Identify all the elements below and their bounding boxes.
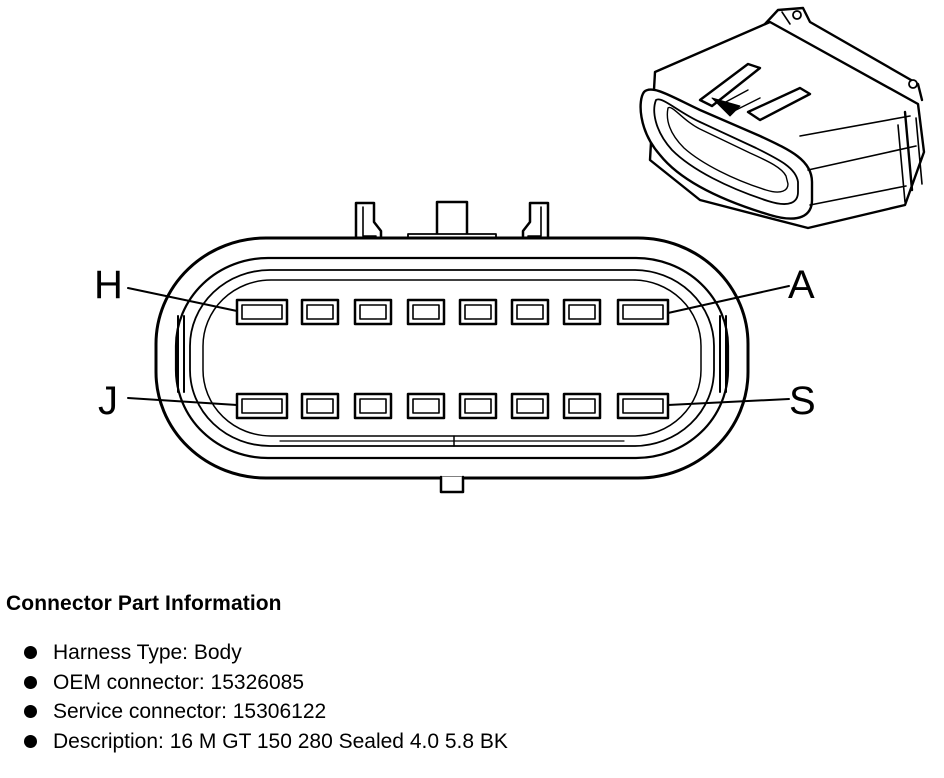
pin-label-a: A <box>788 263 815 307</box>
pin-top-cavity-4 <box>406 298 446 326</box>
connector-diagram: H A J S <box>94 6 926 494</box>
info-item-description: Description: 16 M GT 150 280 Sealed 4.0 … <box>6 727 936 757</box>
pin-bottom-cavity-5 <box>458 392 498 420</box>
pin-bottom-cavity-6 <box>510 392 550 420</box>
pin-top-cavity-1 <box>235 298 289 326</box>
pin-top-cavity-inner-3 <box>359 304 387 320</box>
pin-row-top <box>235 298 670 326</box>
info-item-service-connector: Service connector: 15306122 <box>6 697 936 727</box>
pin-top-cavity-8 <box>616 298 670 326</box>
bullet-icon <box>24 675 37 689</box>
info-item-text: Service connector: 15306122 <box>53 700 327 723</box>
bullet-icon <box>24 705 37 718</box>
connector-isometric <box>639 6 926 230</box>
housing-rim-2 <box>189 269 715 447</box>
pin-row-bottom <box>235 392 670 420</box>
bullet-icon <box>24 734 37 748</box>
pin-label-j: J <box>98 379 118 423</box>
bottom-key <box>439 475 465 494</box>
pin-bottom-cavity-inner-1 <box>241 398 283 414</box>
pin-bottom-cavity-3 <box>353 392 393 420</box>
info-item-text: Description: 16 M GT 150 280 Sealed 4.0 … <box>53 729 508 753</box>
pin-top-cavity-inner-7 <box>568 304 596 320</box>
pin-bottom-cavity-inner-2 <box>306 398 334 414</box>
info-item-oem-connector: OEM connector: 15326085 <box>6 668 936 698</box>
housing-rim-1 <box>174 256 730 460</box>
info-item-harness-type: Harness Type: Body <box>6 638 936 668</box>
pin-bottom-cavity-inner-3 <box>359 398 387 414</box>
pin-top-cavity-5 <box>458 298 498 326</box>
info-item-text: OEM connector: 15326085 <box>53 670 304 694</box>
pin-bottom-cavity-inner-5 <box>464 398 492 414</box>
top-tabs <box>354 200 550 243</box>
bullet-icon <box>24 646 37 659</box>
pin-top-cavity-2 <box>300 298 340 326</box>
pin-bottom-cavity-8 <box>616 392 670 420</box>
pin-top-cavity-inner-1 <box>241 304 283 320</box>
pin-bottom-cavity-4 <box>406 392 446 420</box>
connector-face <box>127 200 790 494</box>
pin-label-s: S <box>789 379 816 423</box>
leader-lines <box>127 285 790 406</box>
side-slots <box>177 315 727 393</box>
pin-bottom-cavity-inner-8 <box>622 398 664 414</box>
info-item-text: Harness Type: Body <box>53 641 242 664</box>
info-list: Harness Type: Body OEM connector: 153260… <box>6 638 936 756</box>
housing-rim-3 <box>202 279 702 437</box>
pin-label-h: H <box>94 263 123 307</box>
pin-bottom-cavity-inner-6 <box>516 398 544 414</box>
pin-top-cavity-3 <box>353 298 393 326</box>
pin-bottom-cavity-inner-7 <box>568 398 596 414</box>
pin-top-cavity-inner-2 <box>306 304 334 320</box>
pin-top-cavity-inner-8 <box>622 304 664 320</box>
pin-bottom-cavity-1 <box>235 392 289 420</box>
pin-bottom-cavity-inner-4 <box>412 398 440 414</box>
connector-info: Connector Part Information Harness Type:… <box>6 592 936 756</box>
pin-top-cavity-7 <box>562 298 602 326</box>
pin-bottom-cavity-7 <box>562 392 602 420</box>
pin-top-cavity-inner-6 <box>516 304 544 320</box>
pin-top-cavity-6 <box>510 298 550 326</box>
pin-top-cavity-inner-5 <box>464 304 492 320</box>
pin-bottom-cavity-2 <box>300 392 340 420</box>
info-title: Connector Part Information <box>6 592 282 615</box>
pin-top-cavity-inner-4 <box>412 304 440 320</box>
